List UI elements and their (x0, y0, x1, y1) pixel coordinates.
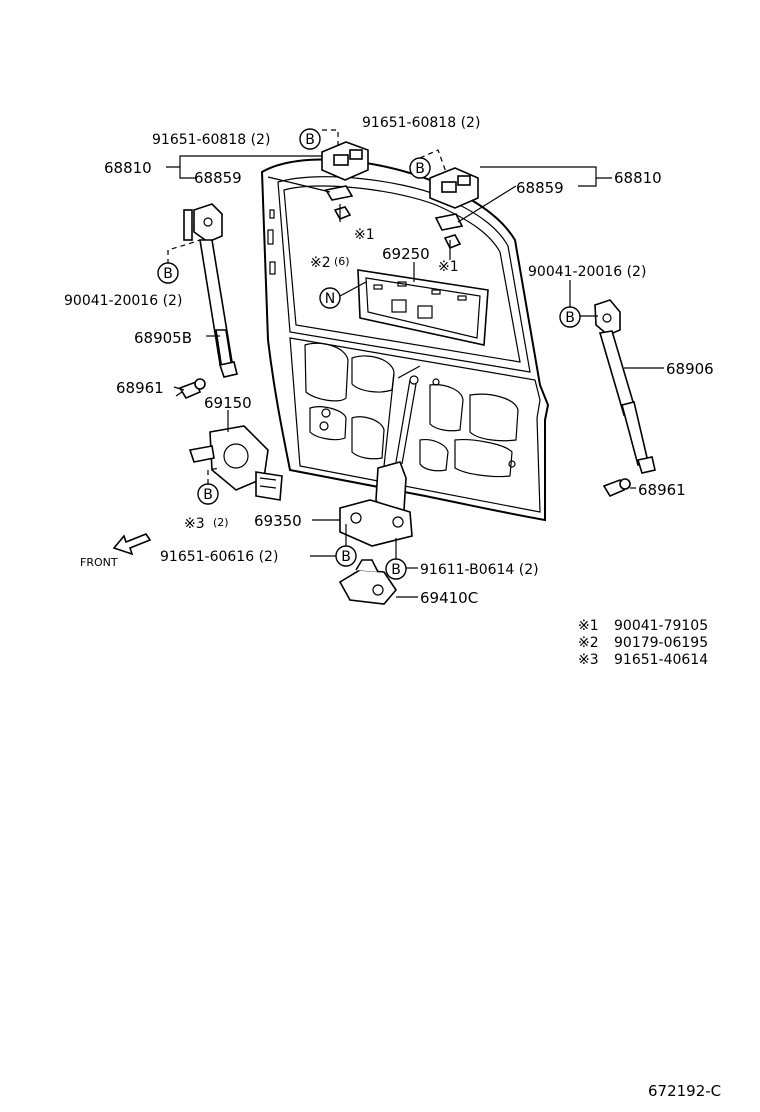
svg-text:B: B (203, 487, 213, 503)
label-hinge-left: 68810 (104, 159, 152, 177)
label-bolt-top-left: 91651-60818 (2) (152, 132, 270, 148)
latch-69350-part (339, 365, 421, 547)
label-bracket-left: 68859 (194, 169, 242, 187)
svg-text:N: N (325, 291, 335, 307)
label-ball-right: 68961 (638, 481, 686, 499)
label-bolt-bottom-right: 91611-B0614 (2) (420, 562, 539, 578)
label-stay-right: 68906 (666, 360, 714, 378)
legend-mark-1: ※1 (578, 618, 599, 634)
legend-mark-2: ※2 (578, 635, 599, 651)
svg-text:B: B (391, 562, 401, 578)
label-panel: 69250 (382, 245, 430, 263)
marker-b-stud-left: B (157, 262, 179, 284)
figure-id: 672192-C (648, 1082, 721, 1100)
svg-text:B: B (341, 549, 351, 565)
marker-b-latch-right: B (385, 558, 407, 580)
label-bolt-top-right: 91651-60818 (2) (362, 115, 480, 131)
label-latch: 69350 (254, 512, 302, 530)
label-stud-right: 90041-20016 (2) (528, 264, 646, 280)
legend: ※1 90041-79105 ※2 90179-06195 ※3 91651-4… (578, 618, 708, 668)
marker-b-stud-right: B (559, 306, 581, 328)
marker-n-panel: N (319, 287, 341, 309)
label-bracket-right: 68859 (516, 179, 564, 197)
leader-lines (166, 129, 664, 598)
striker-69410c-part (338, 559, 398, 605)
label-nut-ref-left: ※1 (354, 227, 375, 243)
label-stay-left: 68905B (134, 329, 192, 347)
label-lock-qty: (2) (213, 516, 229, 529)
label-hinge-right: 68810 (614, 169, 662, 187)
label-striker: 69410C (420, 589, 478, 607)
marker-b-top-right: B (409, 157, 431, 179)
front-arrow-icon (112, 533, 152, 556)
label-ball-left: 68961 (116, 379, 164, 397)
label-bolt-bottom-left: 91651-60616 (2) (160, 549, 278, 565)
legend-code-3: 91651-40614 (614, 652, 708, 668)
label-lock: 69150 (204, 394, 252, 412)
lock-69150-part (188, 425, 283, 501)
stay-right-part (594, 299, 656, 474)
ball-stud-left-part (175, 378, 206, 400)
marker-b-top-left: B (299, 128, 321, 150)
back-door-outline (260, 158, 550, 522)
hinge-left-part (321, 141, 369, 221)
label-stud-left: 90041-20016 (2) (64, 293, 182, 309)
marker-b-latch-left: B (335, 545, 357, 567)
legend-code-2: 90179-06195 (614, 635, 708, 651)
hinge-right-part (429, 167, 479, 250)
label-nut-ref-right: ※1 (438, 259, 459, 275)
label-front: FRONT (80, 556, 118, 569)
legend-mark-3: ※3 (578, 652, 599, 668)
label-panel-ref: ※2 (310, 255, 331, 271)
stay-left-part (183, 203, 238, 378)
marker-b-lock: B (197, 483, 219, 505)
panel-69250-part (357, 269, 489, 346)
label-lock-ref: ※3 (184, 516, 205, 532)
svg-text:B: B (305, 132, 315, 148)
ball-stud-right-part (602, 478, 631, 498)
svg-text:B: B (565, 310, 575, 326)
legend-code-1: 90041-79105 (614, 618, 708, 634)
label-panel-qty: (6) (334, 255, 350, 268)
svg-text:B: B (163, 266, 173, 282)
svg-text:B: B (415, 161, 425, 177)
